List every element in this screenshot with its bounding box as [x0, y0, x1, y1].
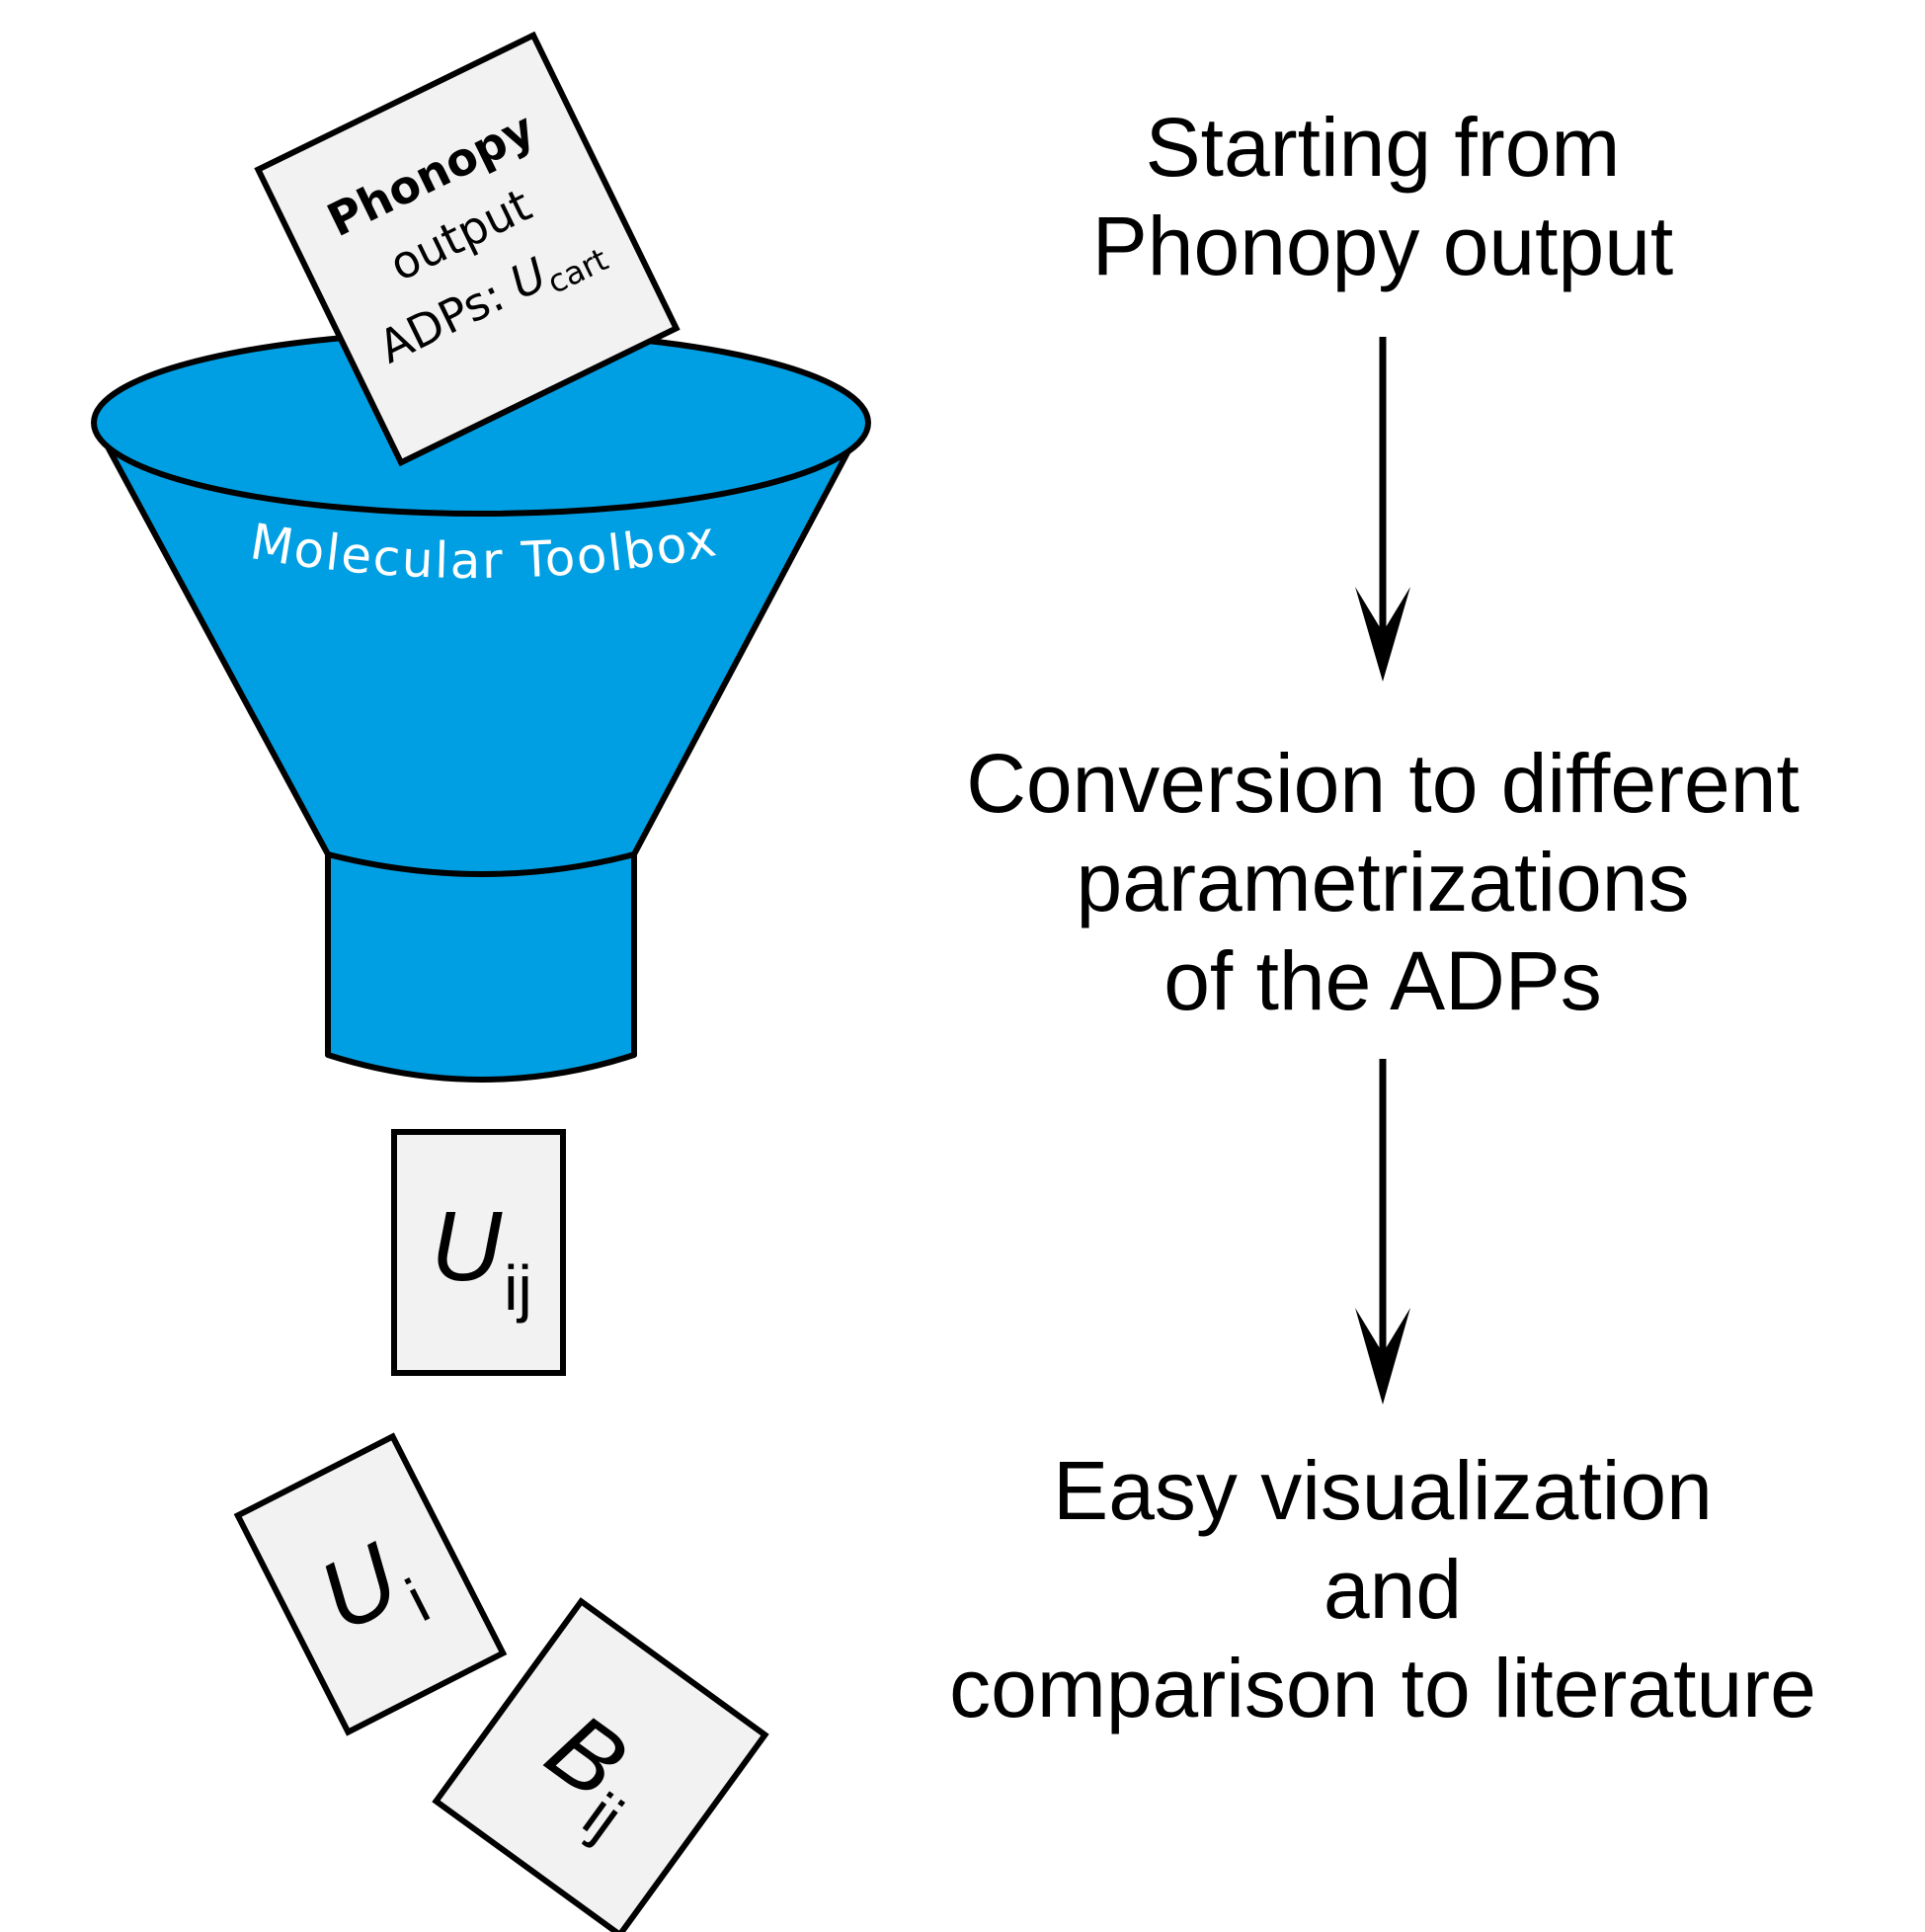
- step-1: Starting from Phonopy output: [1092, 101, 1674, 292]
- step-3-line-1: Easy visualization: [1053, 1444, 1713, 1537]
- step-2: Conversion to different parametrizations…: [966, 737, 1800, 1027]
- step-1-line-2: Phonopy output: [1092, 200, 1674, 292]
- step-1-line-1: Starting from: [1146, 101, 1621, 194]
- card-subscript: ij: [504, 1252, 531, 1324]
- svg-text:Uij: Uij: [431, 1191, 532, 1324]
- down-arrow-icon: [1355, 337, 1410, 682]
- step-2-line-3: of the ADPs: [1163, 934, 1602, 1027]
- funnel: Molecular Toolbox: [91, 329, 871, 1083]
- card-symbol: U: [431, 1191, 503, 1302]
- step-3-line-2: and: [1323, 1543, 1462, 1636]
- funnel-cone: [94, 425, 864, 877]
- funnel-spout: [325, 854, 637, 1083]
- step-2-line-1: Conversion to different: [966, 737, 1800, 830]
- down-arrow-icon: [1355, 1059, 1410, 1405]
- output-card-bij: Bij: [432, 1597, 769, 1932]
- input-card: Phonopy output ADPs: Ucart: [254, 31, 681, 467]
- output-card-ui: Ui: [233, 1432, 508, 1736]
- step-3-line-3: comparison to literature: [949, 1642, 1816, 1734]
- output-card-uij: Uij: [391, 1129, 566, 1376]
- step-3: Easy visualization and comparison to lit…: [949, 1444, 1816, 1734]
- step-2-line-2: parametrizations: [1077, 836, 1690, 928]
